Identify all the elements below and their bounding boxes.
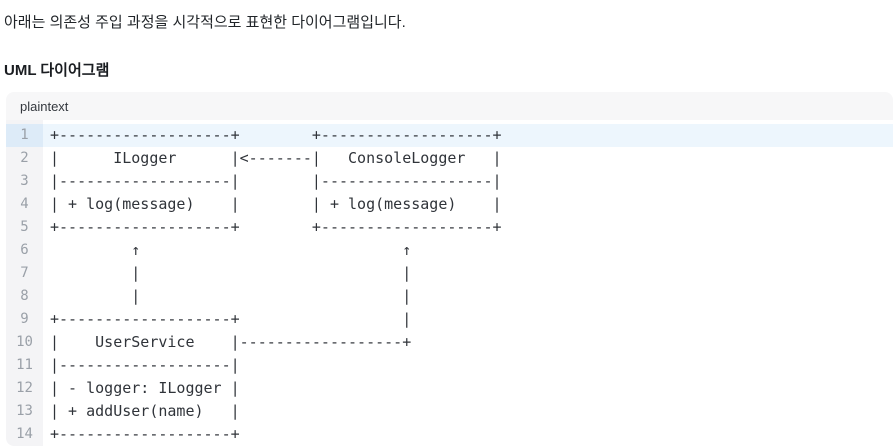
code-line-text: ↑ ↑ bbox=[50, 241, 412, 259]
code-line: 11 |-------------------| bbox=[6, 354, 893, 377]
line-number: 4 bbox=[6, 193, 43, 216]
code-line-text: |-------------------| |-----------------… bbox=[50, 172, 502, 190]
line-number: 11 bbox=[6, 354, 43, 377]
line-number: 2 bbox=[6, 147, 43, 170]
code-line: 7 | | bbox=[6, 262, 893, 285]
line-number: 9 bbox=[6, 308, 43, 331]
code-line: 13 | + addUser(name) | bbox=[6, 400, 893, 423]
line-number: 1 bbox=[6, 124, 43, 147]
code-line-text: | ILogger |<-------| ConsoleLogger | bbox=[50, 149, 502, 167]
code-line-text: | | bbox=[50, 287, 412, 305]
line-number: 6 bbox=[6, 239, 43, 262]
code-line-text: +-------------------+ | bbox=[50, 310, 412, 328]
intro-paragraph: 아래는 의존성 주입 과정을 시각적으로 표현한 다이어그램입니다. bbox=[4, 14, 406, 31]
code-line: 3 |-------------------| |---------------… bbox=[6, 170, 893, 193]
code-block: plaintext 1 +-------------------+ +-----… bbox=[6, 92, 893, 446]
code-line: 2 | ILogger |<-------| ConsoleLogger | bbox=[6, 147, 893, 170]
code-line: 8 | | bbox=[6, 285, 893, 308]
line-number: 14 bbox=[6, 423, 43, 446]
code-line: 10 | UserService |------------------+ bbox=[6, 331, 893, 354]
section-heading: UML 다이어그램 bbox=[4, 62, 110, 79]
code-line: 5 +-------------------+ +---------------… bbox=[6, 216, 893, 239]
line-number: 8 bbox=[6, 285, 43, 308]
code-line-text: | - logger: ILogger | bbox=[50, 379, 240, 397]
code-line: 9 +-------------------+ | bbox=[6, 308, 893, 331]
code-line-text: |-------------------| bbox=[50, 356, 240, 374]
line-number: 12 bbox=[6, 377, 43, 400]
code-line-text: +-------------------+ +-----------------… bbox=[50, 218, 502, 236]
line-number: 13 bbox=[6, 400, 43, 423]
code-line-text: | | bbox=[50, 264, 412, 282]
line-number: 5 bbox=[6, 216, 43, 239]
code-line: 6 ↑ ↑ bbox=[6, 239, 893, 262]
line-number: 10 bbox=[6, 331, 43, 354]
code-line-text: | + log(message) | | + log(message) | bbox=[50, 195, 502, 213]
code-line: 12 | - logger: ILogger | bbox=[6, 377, 893, 400]
code-line: 4 | + log(message) | | + log(message) | bbox=[6, 193, 893, 216]
code-line-text: +-------------------+ +-----------------… bbox=[43, 124, 893, 147]
code-line: 14 +-------------------+ bbox=[6, 423, 893, 446]
code-line: 1 +-------------------+ +---------------… bbox=[6, 124, 893, 147]
code-block-header: plaintext bbox=[6, 92, 893, 120]
line-number: 7 bbox=[6, 262, 43, 285]
code-line-text: | UserService |------------------+ bbox=[50, 333, 412, 351]
code-line-text: | + addUser(name) | bbox=[50, 402, 240, 420]
gutter-padding bbox=[6, 120, 43, 124]
code-language-label: plaintext bbox=[20, 98, 69, 114]
code-body: 1 +-------------------+ +---------------… bbox=[6, 120, 893, 446]
line-number: 3 bbox=[6, 170, 43, 193]
code-line-text: +-------------------+ bbox=[50, 425, 240, 443]
